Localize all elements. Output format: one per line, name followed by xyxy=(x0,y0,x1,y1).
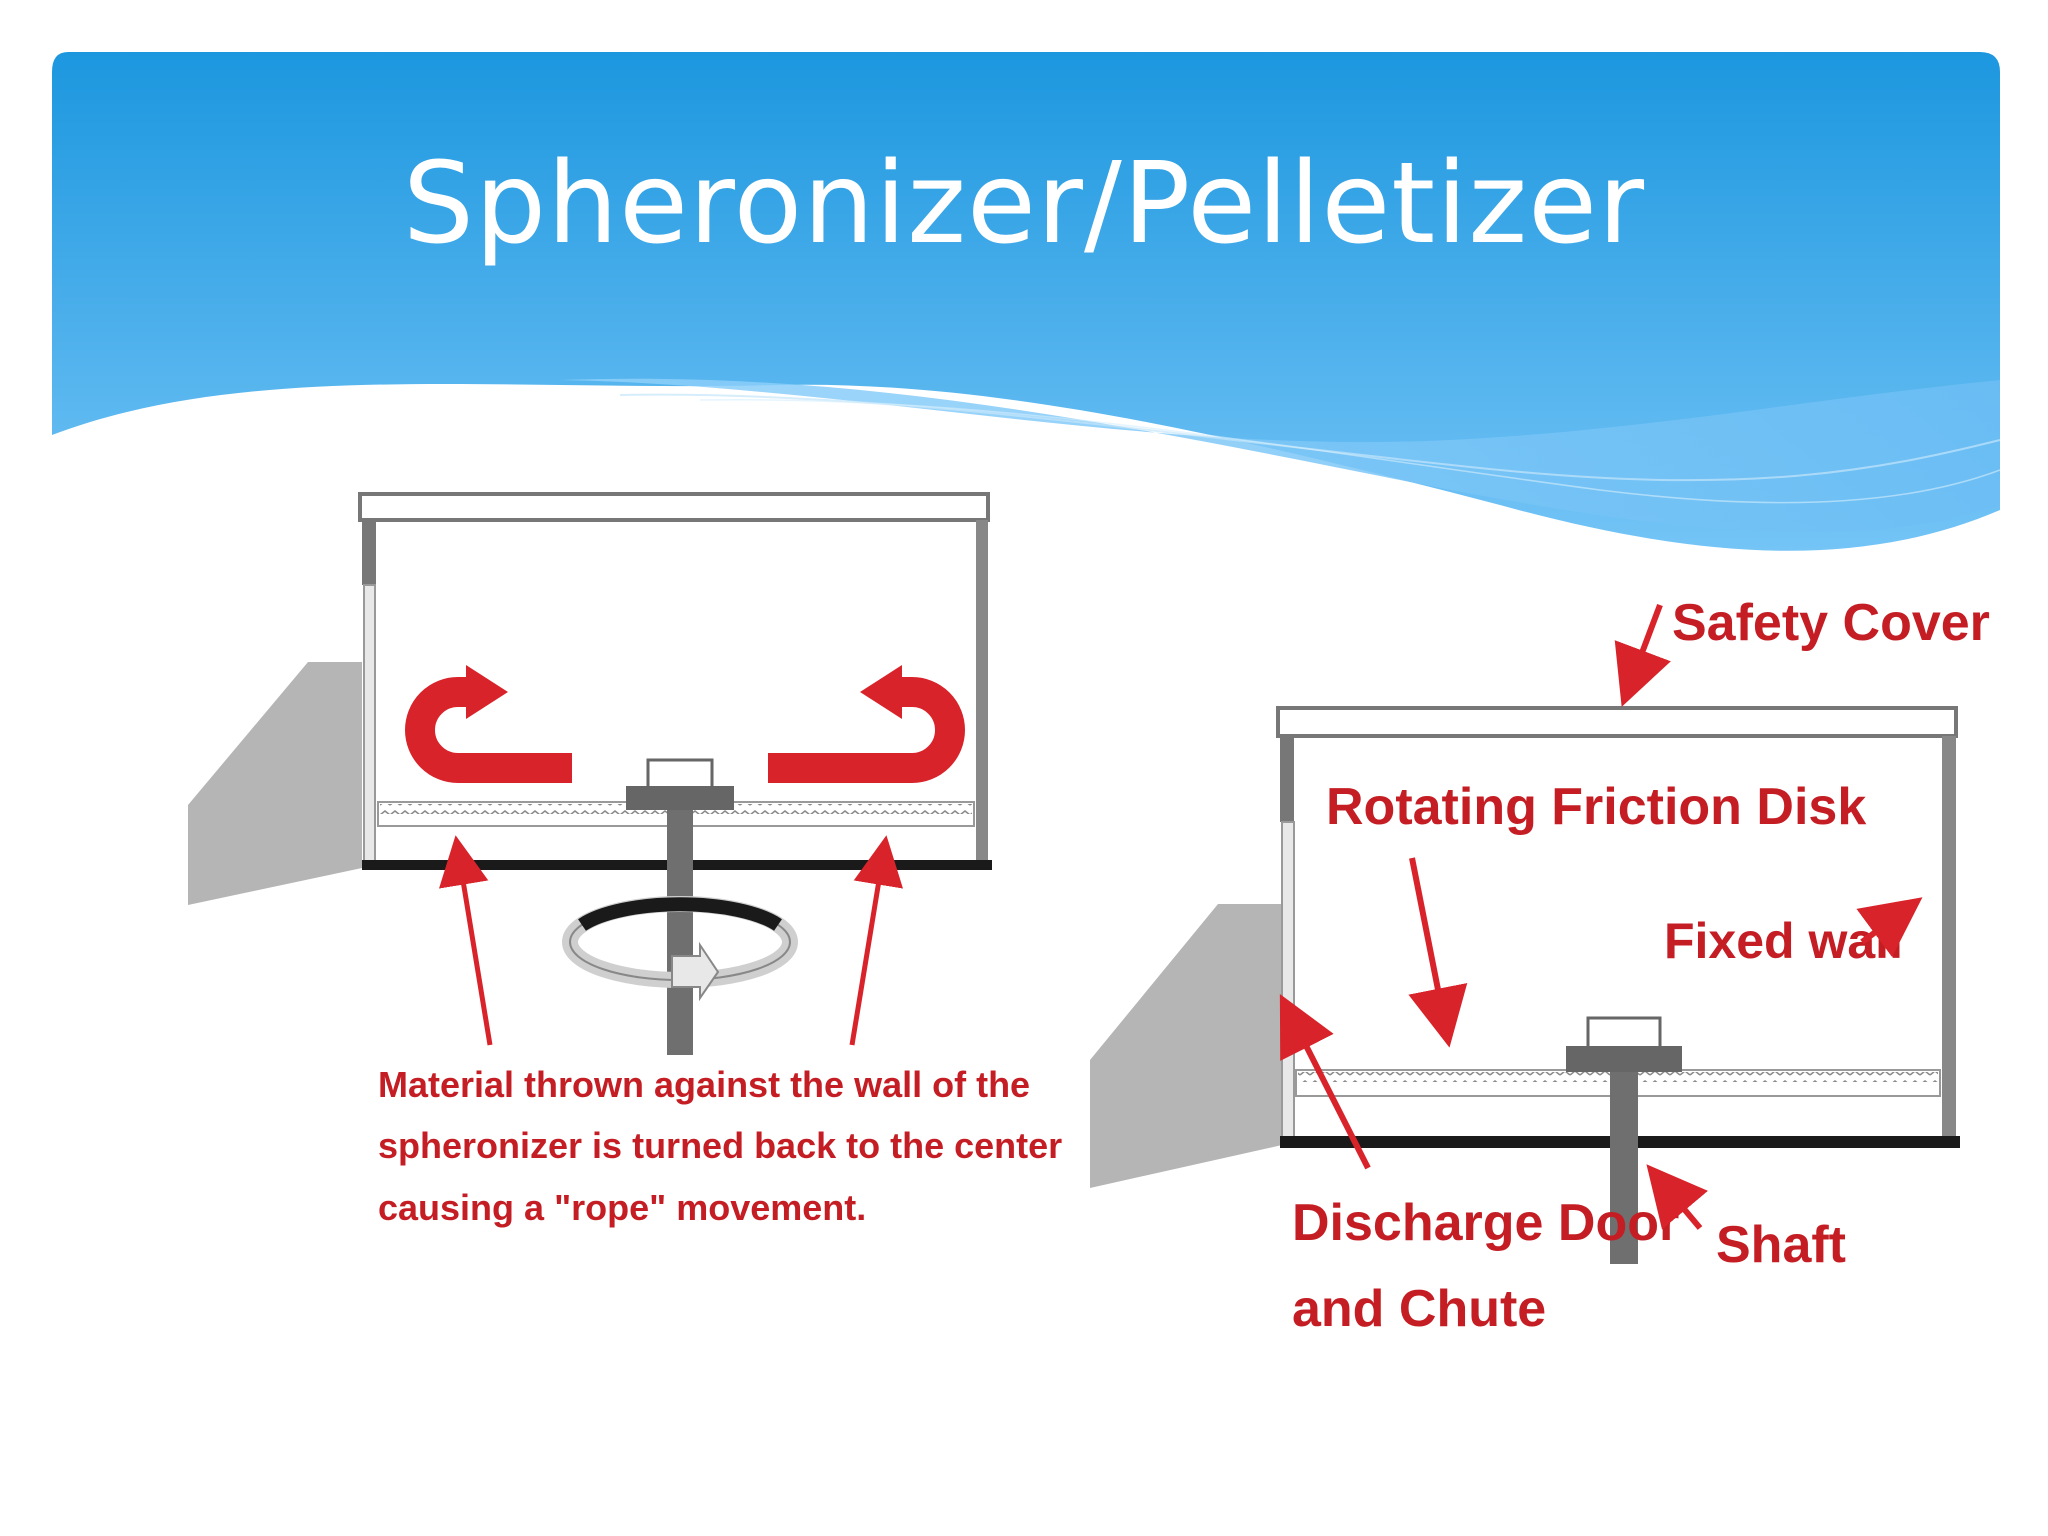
rope-movement-arrow-left-icon xyxy=(405,665,572,783)
discharge-door-shape xyxy=(363,584,376,866)
discharge-door-shape xyxy=(1281,821,1295,1141)
discharge-chute-shape xyxy=(1090,904,1282,1188)
fixed-wall-shape xyxy=(362,520,376,585)
label-discharge-door: Discharge Door xyxy=(1292,1194,1679,1252)
hub-cap xyxy=(646,758,714,790)
slide-title: Spheronizer/Pelletizer xyxy=(402,139,1646,269)
safety-cover-shape xyxy=(1276,706,1958,738)
header-banner xyxy=(52,52,2001,551)
discharge-door-pointer-arrow-icon xyxy=(1279,993,1371,1170)
right-diagram: Safety Cover Rotating Friction Disk Fixe… xyxy=(1090,594,1990,1338)
label-shaft: Shaft xyxy=(1716,1216,1846,1274)
label-rotating-friction-disk: Rotating Friction Disk xyxy=(1326,778,1866,836)
hub-cap xyxy=(1586,1016,1662,1052)
safety-cover-shape xyxy=(358,492,990,522)
wall-pointer-arrow-icon xyxy=(438,835,493,1046)
shaft-pointer-arrow-icon xyxy=(1646,1164,1708,1230)
friction-disk-pointer-arrow-icon xyxy=(1408,857,1468,1048)
safety-cover-pointer-arrow-icon xyxy=(1614,603,1671,707)
caption-line: spheronizer is turned back to the center xyxy=(378,1125,1062,1166)
shaft-shape xyxy=(1610,1072,1638,1264)
rotation-direction-icon xyxy=(562,896,798,1002)
label-and-chute: and Chute xyxy=(1292,1280,1546,1338)
label-safety-cover: Safety Cover xyxy=(1672,594,1990,652)
hub xyxy=(1566,1046,1682,1072)
left-diagram: Material thrown against the wall of the … xyxy=(188,492,1062,1228)
fixed-wall-shape xyxy=(976,520,988,865)
caption-line: Material thrown against the wall of the xyxy=(378,1064,1030,1105)
fixed-wall-shape xyxy=(1280,736,1294,822)
fixed-wall-pointer-arrow-icon xyxy=(1856,897,1923,958)
rope-movement-arrow-right-icon xyxy=(768,665,965,783)
discharge-chute-shape xyxy=(188,662,362,905)
caption-line: causing a "rope" movement. xyxy=(378,1187,866,1228)
hub xyxy=(626,786,734,810)
wall-pointer-arrow-icon xyxy=(849,835,904,1046)
fixed-wall-shape xyxy=(1942,736,1956,1140)
shaft-shape xyxy=(667,810,693,1055)
